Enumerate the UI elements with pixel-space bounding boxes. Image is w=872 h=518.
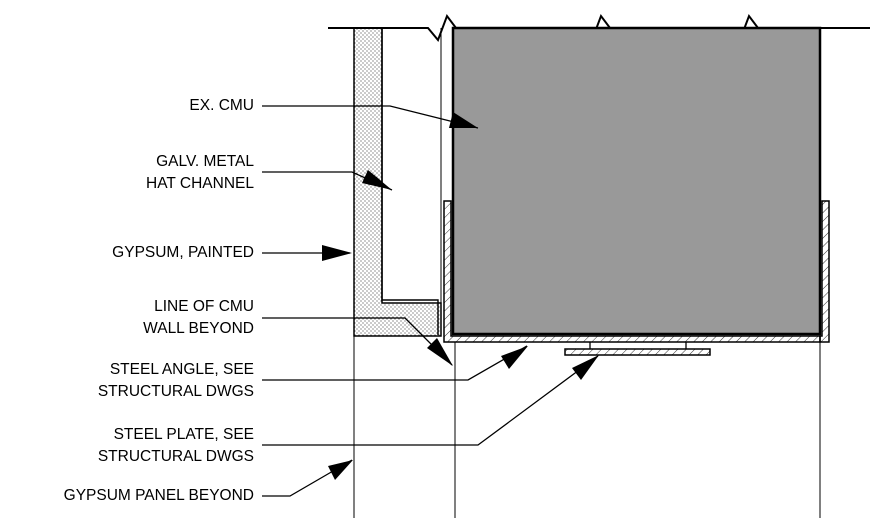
arrow-steel-plate	[572, 355, 599, 380]
arrow-gypsum-painted	[322, 245, 352, 261]
label-steel-angle: STEEL ANGLE, SEE STRUCTURAL DWGS	[97, 361, 254, 400]
arrow-steel-angle	[501, 346, 528, 369]
arrow-line-of-cmu	[427, 338, 453, 366]
steel-plate	[564, 348, 711, 356]
label-ex-cmu: EX. CMU	[189, 97, 254, 114]
label-line-of-cmu: LINE OF CMU WALL BEYOND	[143, 298, 254, 337]
ex-cmu-block	[451, 26, 822, 336]
label-gypsum-panel-beyond: GYPSUM PANEL BEYOND	[63, 487, 254, 504]
arrow-hat-channel	[362, 170, 392, 190]
label-hat-channel: GALV. METAL HAT CHANNEL	[146, 153, 254, 192]
leader-steel-angle	[262, 345, 528, 381]
label-gypsum-painted: GYPSUM, PAINTED	[112, 244, 254, 261]
steel-angle-right	[819, 200, 830, 343]
hat-channel	[381, 28, 439, 335]
arrowheads	[322, 112, 599, 480]
label-steel-plate: STEEL PLATE, SEE STRUCTURAL DWGS	[97, 426, 254, 465]
arrow-ex-cmu	[449, 112, 478, 128]
leader-ex-cmu	[262, 105, 479, 129]
arrow-gypsum-panel	[328, 460, 353, 480]
leader-steel-plate	[262, 355, 599, 446]
